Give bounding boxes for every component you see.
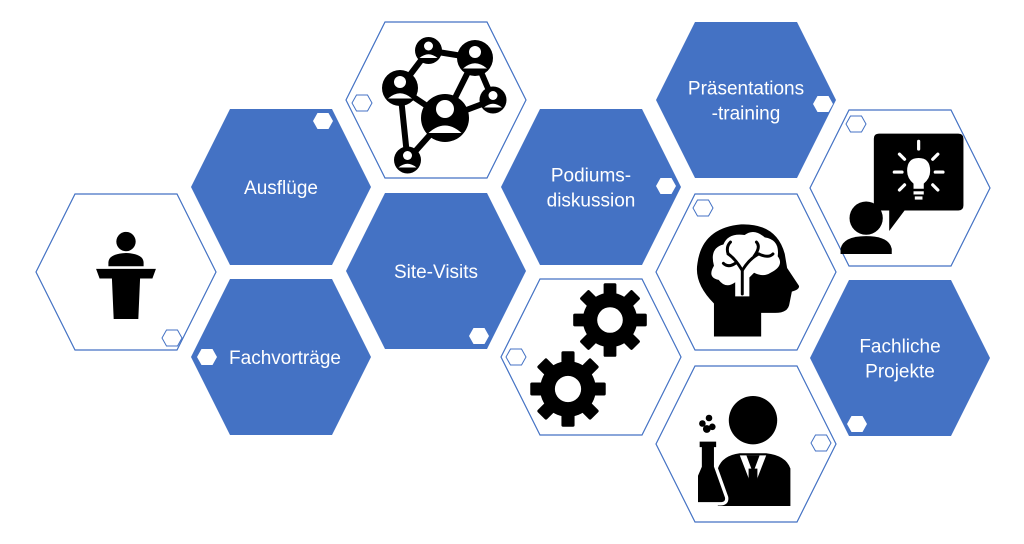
hex-label-podiumsdiskussion-line-2: diskussion	[547, 191, 636, 212]
hex-label-ausfluege: Ausflüge	[244, 178, 318, 199]
hex-tile-idea	[809, 109, 991, 267]
hex-label-podiumsdiskussion-line-1: Podiums-	[551, 166, 631, 187]
hex-tile-brain	[655, 193, 837, 351]
hexagon-filled	[346, 193, 526, 349]
gear-icon-top	[573, 283, 647, 357]
small-hexagon-ornament	[692, 199, 714, 217]
hex-label-praesentationstraining-line-1: Präsentations	[688, 79, 804, 100]
hex-label-site-visits: Site-Visits	[394, 262, 478, 283]
hexagon-filled	[191, 109, 371, 265]
hex-tile-network	[345, 21, 527, 179]
hex-tile-ausfluege: Ausflüge	[191, 109, 371, 265]
hex-tile-gears	[500, 278, 682, 436]
small-hexagon-ornament	[656, 178, 676, 194]
hex-tile-podium	[35, 193, 217, 351]
hex-tile-fachvortraege: Fachvorträge	[191, 279, 371, 435]
small-hexagon-ornament	[313, 113, 333, 129]
small-hexagon-ornament	[847, 416, 867, 432]
hexagon-filled	[656, 22, 836, 178]
small-hexagon-ornament	[505, 348, 527, 366]
hex-tile-scientist	[655, 365, 837, 523]
small-hexagon-ornament	[845, 115, 867, 133]
hex-label-fachliche-projekte-line-1: Fachliche	[859, 337, 940, 358]
hexagon-filled	[810, 280, 990, 436]
hex-tile-site-visits: Site-Visits	[346, 193, 526, 349]
gear-icon-bottom	[530, 351, 606, 427]
hex-label-praesentationstraining-line-2: -training	[712, 104, 781, 125]
small-hexagon-ornament	[469, 328, 489, 344]
small-hexagon-ornament	[197, 349, 217, 365]
hex-label-fachvortraege: Fachvorträge	[229, 348, 341, 369]
small-hexagon-ornament	[813, 96, 833, 112]
small-hexagon-ornament	[161, 329, 183, 347]
hex-label-fachliche-projekte-line-2: Projekte	[865, 362, 935, 383]
hex-tile-praesentationstraining: Präsentations -training	[656, 22, 836, 178]
small-hexagon-ornament	[810, 434, 832, 452]
hex-tile-podiumsdiskussion: Podiums-diskussion	[501, 109, 681, 265]
hexagon-filled	[191, 279, 371, 435]
hexagon-filled	[501, 109, 681, 265]
small-hexagon-ornament	[351, 94, 373, 112]
